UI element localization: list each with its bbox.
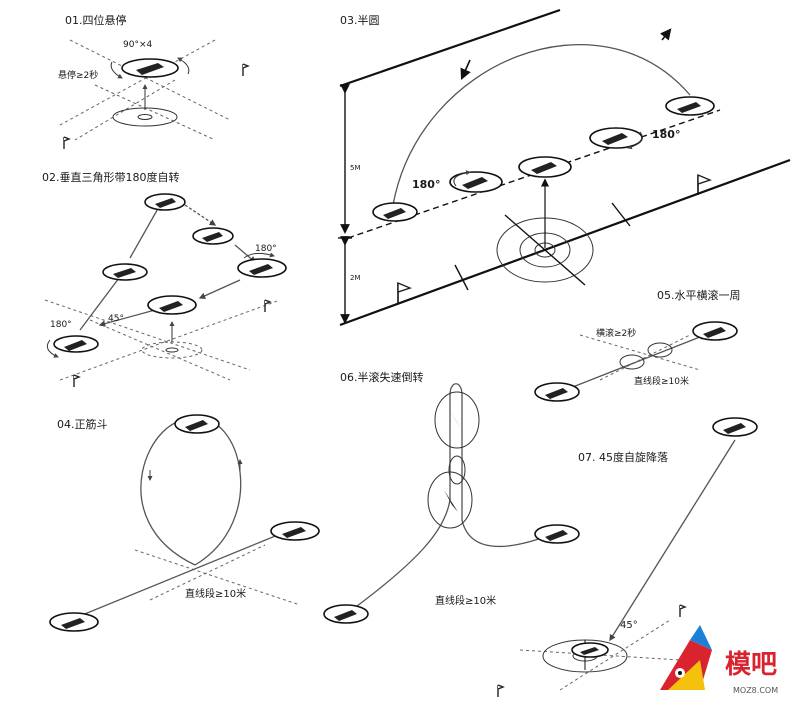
helicopter-icon	[192, 227, 234, 245]
section-07: 07. 45度自旋降落 45°	[497, 417, 758, 697]
rotation-angle-label: 90°×4	[123, 40, 152, 50]
flag-icon	[73, 374, 81, 387]
flag-icon	[497, 684, 505, 697]
helicopter-icon	[449, 171, 503, 193]
section-05-title: 05.水平横滚一周	[657, 288, 741, 302]
climb-angle-label: 45°	[108, 314, 124, 324]
straight-segment-label: 直线段≥10米	[634, 375, 689, 387]
flag-icon	[242, 63, 250, 76]
helicopter-icon	[53, 335, 99, 353]
watermark-site: MOZ8.COM	[733, 686, 778, 695]
section-06: 06.半滚失速倒转 直线段≥10米	[323, 370, 580, 624]
flag-icon	[264, 299, 272, 312]
rotation-label-right: 180°	[652, 128, 680, 141]
section-05: 05.水平横滚一周 横滚≥2秒 直线段≥10米	[534, 288, 741, 402]
straight-segment-label: 直线段≥10米	[435, 594, 496, 607]
helicopter-icon	[518, 156, 572, 178]
section-04: 04.正筋斗 直线段≥10米	[49, 414, 320, 632]
watermark-logo: 模吧 MOZ8.COM	[660, 625, 778, 695]
helicopter-icon	[147, 295, 197, 315]
helicopter-icon	[712, 417, 758, 437]
helicopter-icon	[144, 193, 186, 211]
flag-icon	[63, 136, 71, 149]
helicopter-icon	[174, 414, 220, 434]
section-07-title: 07. 45度自旋降落	[578, 450, 668, 464]
section-02: 02.垂直三角形带180度自转	[42, 170, 287, 387]
helicopter-icon	[589, 127, 643, 149]
rotation-label-left: 180°	[412, 178, 440, 191]
helicopter-icon	[665, 96, 715, 116]
descent-angle-label: 45°	[620, 620, 638, 631]
flag-icon	[397, 281, 412, 303]
flag-icon	[697, 173, 712, 195]
helicopter-icon	[571, 642, 609, 658]
section-01-title: 01.四位悬停	[65, 13, 127, 27]
section-06-title: 06.半滚失速倒转	[340, 370, 424, 384]
section-02-title: 02.垂直三角形带180度自转	[42, 170, 180, 184]
height-label-5m: 5M	[350, 164, 361, 172]
watermark-brand: 模吧	[725, 650, 777, 680]
helicopter-icon	[237, 258, 287, 278]
helicopter-icon	[270, 521, 320, 541]
helicopter-icon	[692, 321, 738, 341]
hover-spot	[112, 107, 178, 127]
section-01: 01.四位悬停 90°×4 悬停≥2秒	[58, 13, 250, 149]
rotation-label-right: 180°	[255, 244, 277, 254]
helicopter-icon	[372, 202, 418, 222]
helicopter-icon	[102, 263, 148, 281]
section-03: 03.半圆 5M 2M	[338, 8, 791, 327]
helicopter-icon	[323, 604, 369, 624]
helicopter-icon	[534, 524, 580, 544]
section-03-title: 03.半圆	[340, 13, 380, 27]
helicopter-icon	[534, 382, 580, 402]
section-04-title: 04.正筋斗	[57, 417, 108, 431]
helicopter-icon	[49, 612, 99, 632]
flag-icon	[679, 604, 687, 617]
hover-time-label: 悬停≥2秒	[58, 69, 98, 81]
height-label-2m: 2M	[350, 274, 361, 282]
rotation-label-left: 180°	[50, 320, 72, 330]
roll-duration-label: 横滚≥2秒	[596, 327, 636, 339]
straight-segment-label: 直线段≥10米	[185, 587, 246, 600]
